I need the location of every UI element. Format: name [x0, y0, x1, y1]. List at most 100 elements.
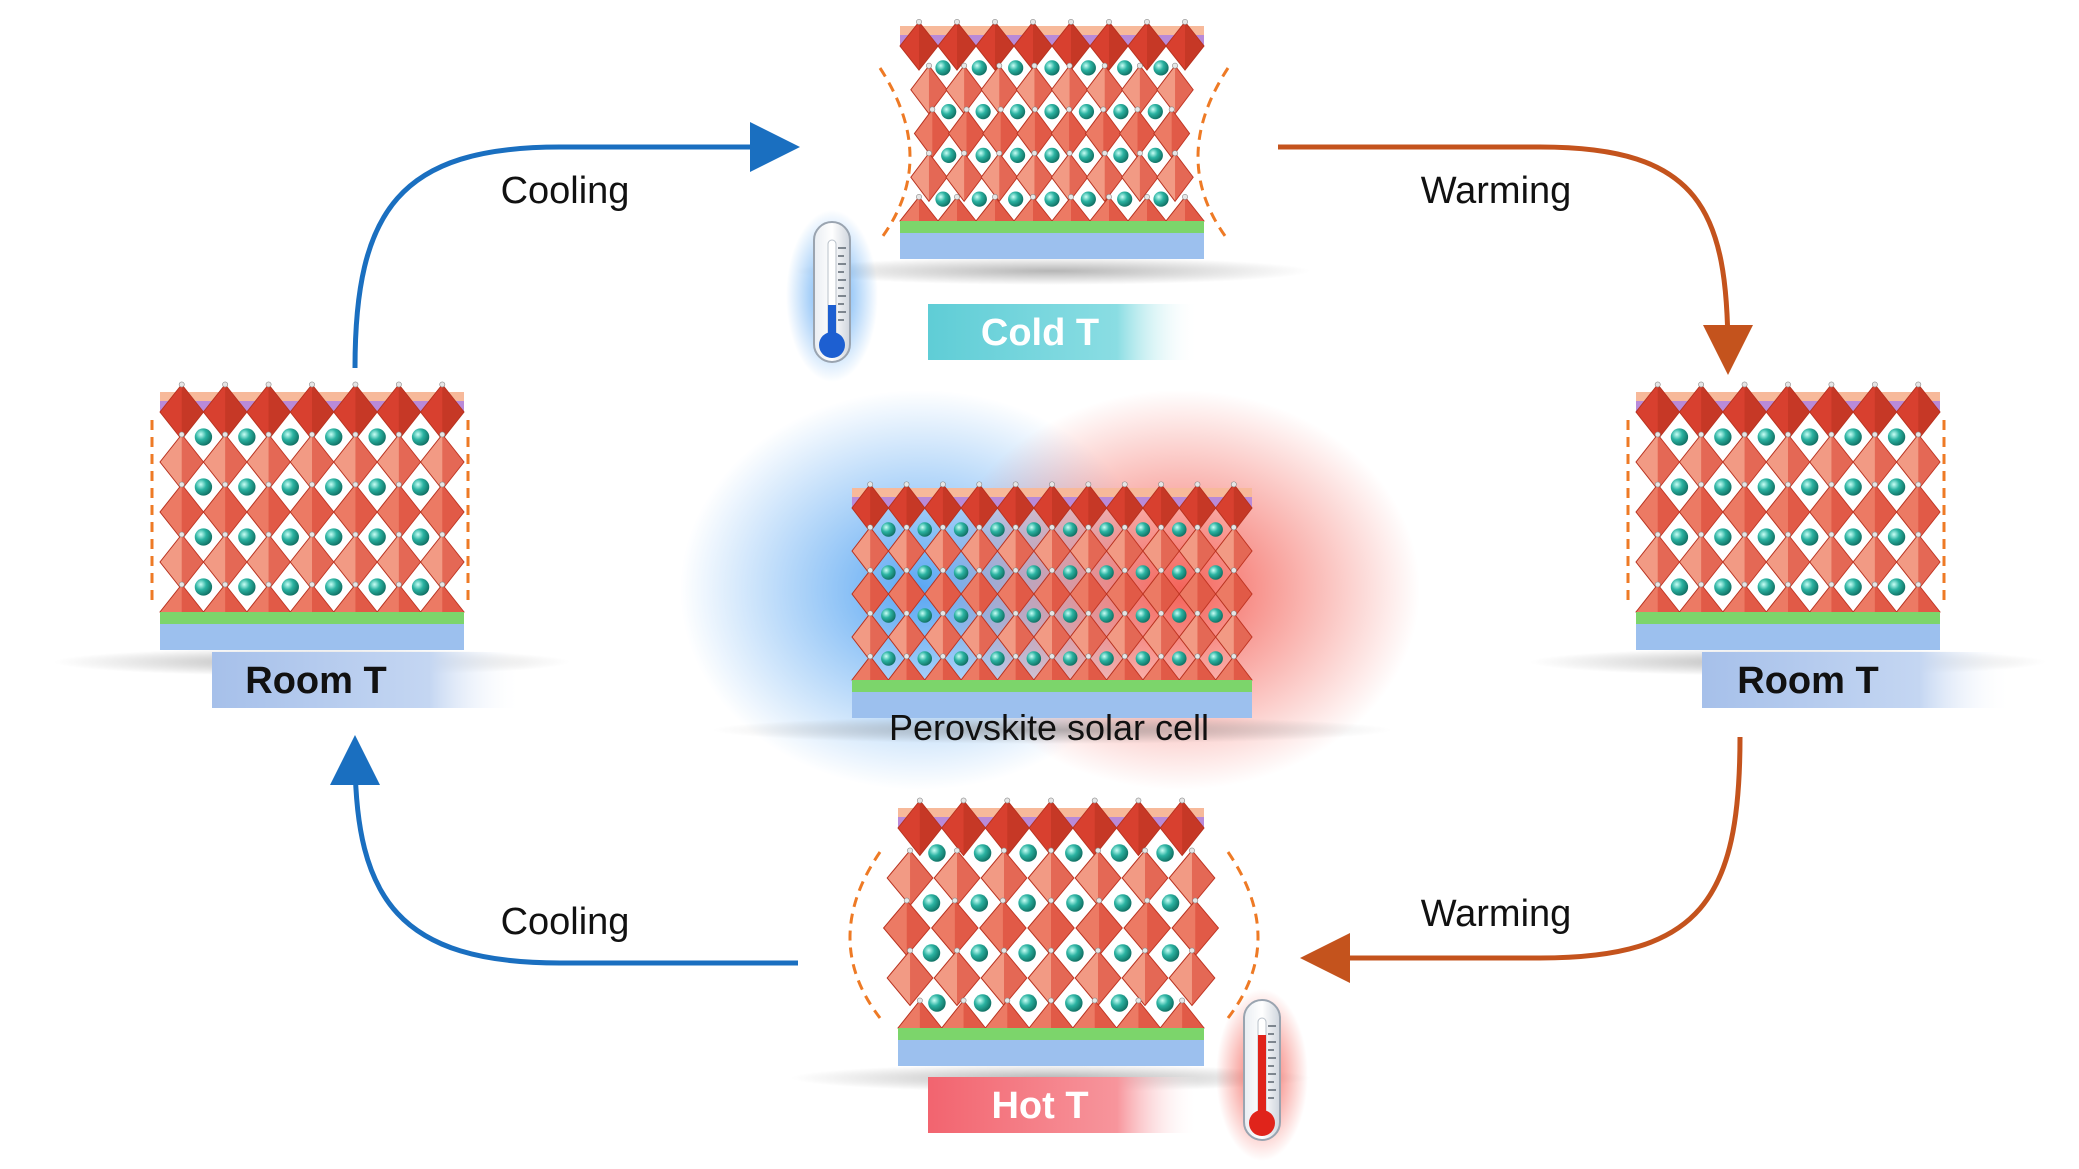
octahedron-shade	[181, 434, 204, 490]
octahedron-shade	[1071, 21, 1090, 71]
cation-atom	[1757, 578, 1775, 596]
halide-atom	[1142, 847, 1148, 854]
hot-t-label: Hot T	[991, 1085, 1088, 1127]
halide-atom	[1012, 524, 1019, 531]
cation-atom	[1026, 651, 1042, 666]
cation-atom	[1844, 528, 1862, 546]
halide-atom	[960, 797, 967, 804]
cation-atom	[1099, 608, 1114, 623]
octahedron-shade	[1831, 534, 1854, 590]
halide-atom	[903, 610, 910, 617]
octahedron-shade	[1195, 900, 1219, 956]
halide-atom	[1095, 847, 1101, 854]
cation-atom	[1113, 944, 1132, 962]
halide-atom	[1121, 567, 1128, 574]
halide-atom	[1194, 524, 1201, 531]
octahedron-shade	[870, 570, 889, 618]
octahedron-shade	[979, 484, 998, 532]
cation-atom	[1887, 528, 1906, 546]
halide-atom	[265, 381, 272, 388]
cation-atom	[1670, 578, 1689, 596]
cation-atom	[1153, 191, 1169, 207]
halide-atom	[1030, 19, 1036, 25]
halide-atom	[1698, 581, 1705, 588]
cation-atom	[1019, 994, 1037, 1012]
cation-atom	[917, 651, 933, 666]
halide-atom	[1004, 997, 1011, 1004]
halide-atom	[1066, 106, 1072, 113]
octahedron-shade	[1015, 527, 1034, 575]
octahedron-shade	[312, 384, 334, 440]
cation-atom	[1172, 651, 1187, 666]
perovskite-cell-cold	[793, 19, 1311, 285]
octahedron-shade	[932, 109, 951, 158]
perovskite-cell-room-right	[1529, 381, 2047, 676]
octahedron-shade	[1874, 484, 1897, 540]
octahedron-shade	[1052, 613, 1071, 661]
cation-atom	[238, 478, 256, 496]
hole-transport-layer	[900, 35, 1204, 46]
octahedron-shade	[1069, 153, 1088, 202]
cation-atom	[971, 60, 987, 76]
cation-atom	[1887, 478, 1906, 496]
octahedron-shade	[954, 900, 978, 956]
halide-atom	[954, 194, 960, 200]
halide-atom	[951, 897, 958, 904]
halide-atom	[1106, 194, 1112, 200]
halide-atom	[265, 531, 272, 538]
halide-atom	[907, 947, 913, 954]
halide-atom	[867, 567, 874, 574]
cation-atom	[1153, 60, 1169, 76]
cation-atom	[1066, 894, 1084, 912]
cation-atom	[917, 608, 933, 623]
halide-atom	[395, 531, 402, 538]
halide-atom	[1698, 431, 1705, 438]
halide-atom	[178, 581, 185, 588]
strain-guide-cold-left	[878, 67, 912, 241]
halide-atom	[1785, 481, 1791, 488]
halide-atom	[916, 194, 922, 200]
cation-atom	[1887, 428, 1906, 446]
cation-atom	[238, 578, 256, 596]
halide-atom	[1012, 481, 1019, 488]
octahedron-shade	[312, 534, 334, 590]
halide-atom	[1158, 567, 1164, 574]
octahedron-shade	[1233, 484, 1252, 532]
cation-atom	[917, 565, 933, 580]
halide-atom	[1871, 581, 1878, 588]
octahedron-shade	[957, 850, 980, 906]
octahedron-shade	[1161, 527, 1180, 575]
cation-atom	[1026, 522, 1042, 537]
halide-atom	[916, 19, 922, 25]
cation-atom	[881, 522, 896, 537]
halide-atom	[1000, 897, 1006, 904]
cation-atom	[1147, 104, 1163, 120]
cooling-label-bottom: Cooling	[501, 901, 630, 943]
halide-atom	[997, 106, 1004, 113]
halide-atom	[178, 431, 185, 438]
cation-atom	[990, 522, 1005, 537]
halide-atom	[1012, 610, 1019, 617]
octahedron-shade	[942, 484, 962, 532]
halide-atom	[1095, 947, 1101, 954]
electron-transport-layer	[900, 221, 1204, 233]
octahedron-shade	[1124, 613, 1143, 661]
octahedron-shade	[1918, 484, 1940, 540]
octahedron-shade	[957, 950, 980, 1006]
halide-atom	[1106, 19, 1112, 25]
octahedron-shade	[312, 434, 334, 490]
octahedron-shade	[1657, 384, 1680, 440]
halide-atom	[996, 62, 1003, 69]
halide-atom	[1915, 581, 1922, 588]
cation-atom	[922, 894, 941, 912]
halide-atom	[222, 531, 229, 538]
octahedron-shade	[928, 153, 948, 202]
halide-atom	[309, 531, 315, 538]
cation-atom	[953, 608, 969, 623]
cation-atom	[1135, 608, 1151, 623]
cation-atom	[325, 478, 343, 496]
halide-atom	[265, 581, 272, 588]
halide-atom	[1032, 106, 1038, 113]
halide-atom	[907, 847, 913, 854]
halide-atom	[1012, 653, 1019, 660]
